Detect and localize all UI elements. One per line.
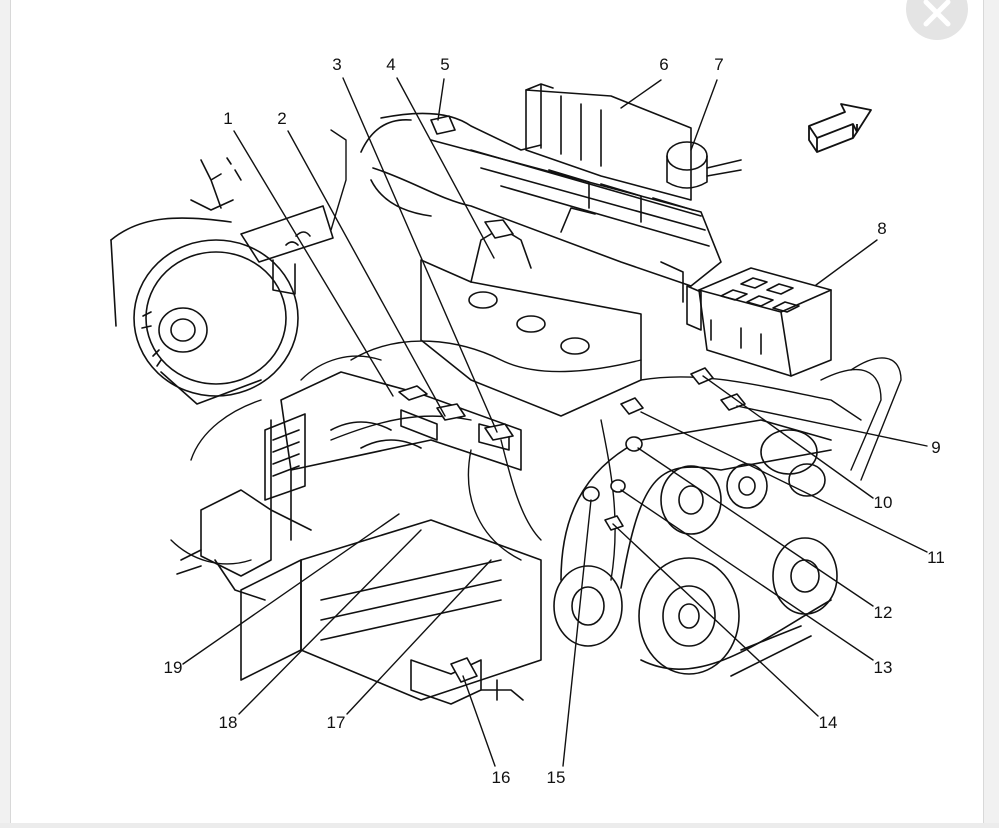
- callout-label-11: 11: [927, 548, 945, 567]
- callout-label-15: 15: [547, 768, 566, 787]
- callout-label-5: 5: [440, 55, 449, 74]
- callout-leader-1: [233, 130, 394, 397]
- callout-label-12: 12: [874, 603, 893, 622]
- close-icon: [923, 0, 951, 27]
- callout-leader-4: [396, 77, 495, 259]
- callout-leader-8: [815, 239, 878, 286]
- sensor-connectors-drawing: [398, 115, 746, 683]
- callout-label-3: 3: [332, 55, 341, 74]
- callout-leader-16: [462, 675, 496, 767]
- accessory-drive-drawing: [553, 419, 838, 677]
- callout-leader-9: [736, 405, 928, 447]
- engine-block-drawing: [176, 489, 542, 705]
- callout-leader-5: [437, 78, 445, 121]
- callout-label-19: 19: [164, 658, 183, 677]
- direction-arrow-icon: [808, 103, 872, 153]
- close-button[interactable]: [906, 0, 968, 40]
- callout-label-10: 10: [874, 493, 893, 512]
- callout-leader-10: [702, 375, 874, 499]
- callout-label-13: 13: [874, 658, 893, 677]
- callout-leader-17: [346, 559, 492, 715]
- intake-manifold-drawing: [360, 112, 722, 417]
- callout-leader-15: [562, 499, 592, 767]
- callout-leader-13: [620, 489, 874, 661]
- callout-leader-3: [342, 77, 498, 433]
- callout-leader-2: [287, 130, 446, 417]
- callout-label-16: 16: [492, 768, 511, 787]
- callout-label-18: 18: [219, 713, 238, 732]
- brake-booster-drawing: [110, 157, 334, 405]
- callout-leader-6: [620, 79, 662, 109]
- callout-leader-19: [182, 513, 400, 665]
- callout-label-2: 2: [277, 109, 286, 128]
- callout-label-17: 17: [327, 713, 346, 732]
- callout-label-14: 14: [819, 713, 838, 732]
- callout-label-1: 1: [223, 109, 232, 128]
- callout-leader-14: [612, 523, 819, 717]
- callout-leader-lines: [182, 77, 928, 767]
- callout-leader-7: [690, 79, 718, 151]
- relay-block-drawing: [686, 267, 832, 377]
- callout-leader-12: [637, 447, 874, 607]
- callout-label-8: 8: [877, 219, 886, 238]
- callout-leader-18: [238, 529, 422, 715]
- hoses-and-harness-drawing: [170, 129, 902, 581]
- control-module-drawing: [525, 83, 742, 201]
- engine-illustration: [110, 83, 902, 705]
- callout-label-7: 7: [714, 55, 723, 74]
- callout-label-4: 4: [386, 55, 395, 74]
- callout-label-6: 6: [659, 55, 668, 74]
- callout-leader-11: [640, 411, 928, 553]
- callout-label-9: 9: [931, 438, 940, 457]
